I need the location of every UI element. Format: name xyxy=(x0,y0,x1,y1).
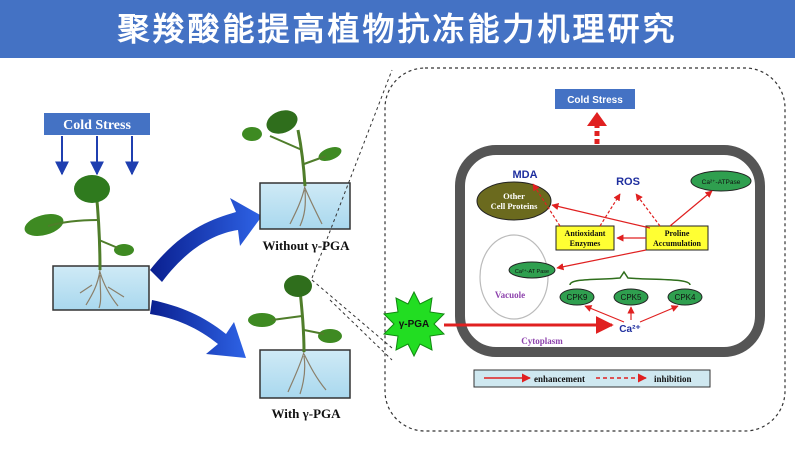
ca-atpase-vacuole-node xyxy=(508,261,556,279)
ca-atpase-top-node xyxy=(690,170,752,192)
vacuole xyxy=(479,234,549,320)
pathway-arrows xyxy=(532,183,713,323)
title-banner: 聚羧酸能提高植物抗冻能力机理研究 xyxy=(0,0,795,58)
pga-burst-label: γ-PGA xyxy=(399,319,430,330)
antioxidant-enzymes-node xyxy=(555,225,615,251)
cpk-brace xyxy=(569,270,691,286)
big-arrow-upper xyxy=(150,198,262,282)
other-cell-proteins-line1: Other xyxy=(503,191,525,201)
cpk9-node xyxy=(559,288,595,306)
pga-burst xyxy=(382,290,446,358)
seedling-with: With γ-PGA xyxy=(248,275,351,421)
big-arrow-lower xyxy=(150,300,246,358)
antioxidant-line1: Antioxidant xyxy=(565,229,606,238)
cpk5-label: CPK5 xyxy=(621,293,642,302)
cold-stress-label: Cold Stress xyxy=(63,118,131,133)
other-cell-proteins-line2: Cell Proteins xyxy=(491,201,539,211)
cpk5-node xyxy=(613,288,649,306)
ca-atpase-vacuole-label: Ca²⁺-AT Pase xyxy=(515,268,549,275)
page-title: 聚羧酸能提高植物抗冻能力机理研究 xyxy=(117,10,678,48)
proline-line2: Accumulation xyxy=(653,239,702,248)
cold-stress-label-right: Cold Stress xyxy=(567,95,623,106)
legend-inhibition-label: inhibition xyxy=(654,374,692,384)
seedling-left xyxy=(24,175,150,311)
cpk9-label: CPK9 xyxy=(567,293,588,302)
other-cell-proteins-node xyxy=(476,181,552,221)
vacuole-label: Vacuole xyxy=(495,290,525,300)
ca-atpase-top-label: Ca²⁺-ATPase xyxy=(702,179,741,186)
antioxidant-line2: Enzymes xyxy=(570,239,601,248)
legend-enhancement-label: enhancement xyxy=(534,374,585,384)
mda-label: MDA xyxy=(512,169,537,181)
water-container-left xyxy=(52,265,150,311)
without-pga-label: Without γ-PGA xyxy=(262,238,350,253)
cpk4-node xyxy=(667,288,703,306)
cytoplasm-label: Cytoplasm xyxy=(521,336,563,346)
ca2-label: Ca²⁺ xyxy=(619,324,640,335)
legend-box xyxy=(473,369,711,388)
zoom-line-top xyxy=(311,69,393,279)
mechanism-frame xyxy=(384,67,786,432)
cold-stress-box xyxy=(44,113,150,135)
with-pga-label: With γ-PGA xyxy=(271,406,341,421)
ros-label: ROS xyxy=(616,176,640,188)
water-container-with xyxy=(259,349,351,399)
left-cold-stress: Cold Stress xyxy=(44,113,150,176)
proline-line1: Proline xyxy=(665,229,690,238)
seedling-without: Without γ-PGA xyxy=(242,110,351,253)
cpk4-label: CPK4 xyxy=(675,293,696,302)
cold-stress-box-right xyxy=(555,89,635,109)
